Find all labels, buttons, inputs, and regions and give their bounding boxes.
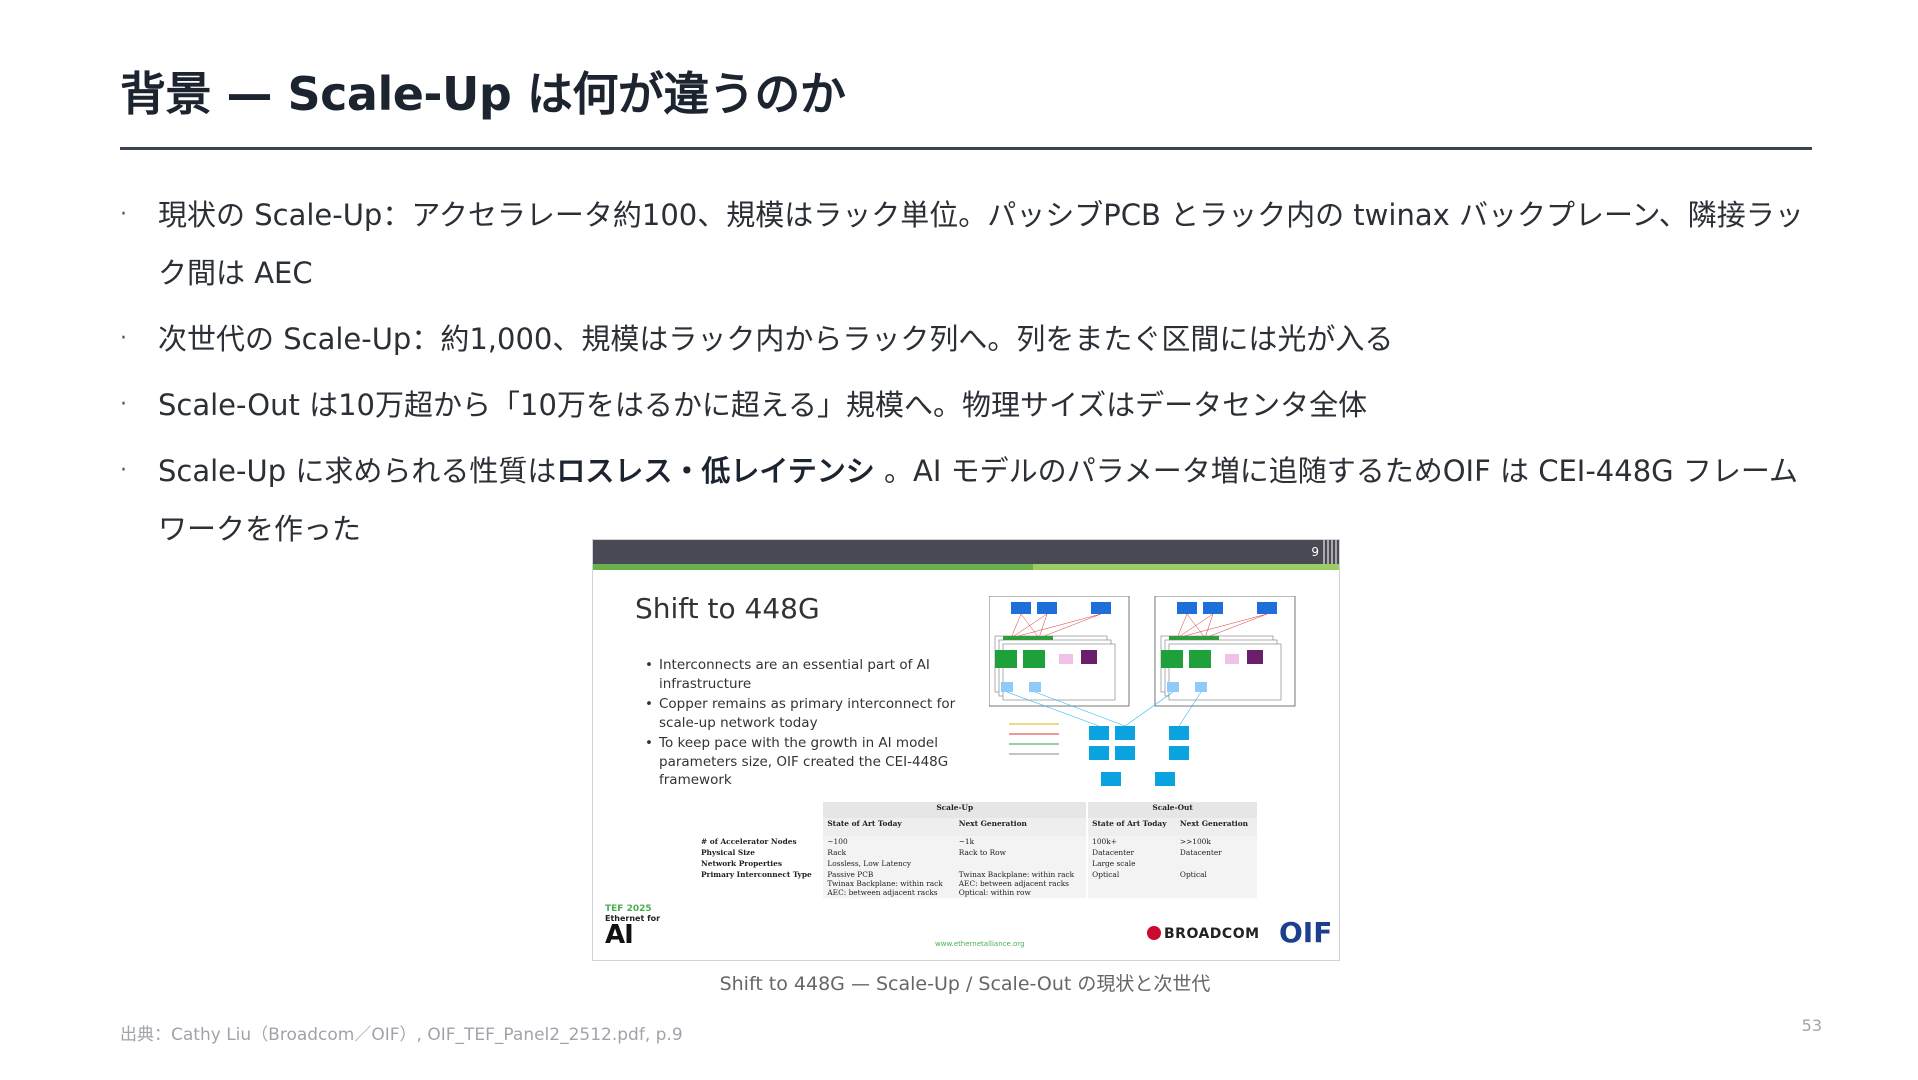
- bullet-dot-icon: ·: [120, 392, 127, 417]
- column-header: State of Art Today: [1087, 818, 1176, 836]
- group-header-scale-up: Scale-Up: [823, 802, 1089, 818]
- slide-green-bar-light: [1033, 564, 1339, 570]
- group-header-scale-out: Scale-Out: [1087, 802, 1257, 818]
- bullet-dot-icon: ·: [120, 326, 127, 351]
- bullet-text-pre: Scale-Up に求められる性質は: [158, 454, 557, 488]
- table-row: Network Properties Lossless, Low Latency…: [697, 858, 1257, 869]
- table-cell: [954, 858, 1089, 869]
- tef-logo-line1: TEF 2025: [605, 904, 652, 914]
- row-header: Physical Size: [697, 847, 824, 858]
- page-title: 背景 — Scale-Up は何が違うのか: [120, 67, 846, 121]
- tef-logo-line2: Ethernet for: [605, 914, 661, 923]
- row-header: # of Accelerator Nodes: [697, 836, 824, 847]
- slide-stripes: [1323, 540, 1337, 564]
- bullet-dot-icon: ·: [120, 458, 127, 483]
- bullet-item: · Scale-Up に求められる性質はロスレス・低レイテンシ 。AI モデルのパ…: [120, 442, 1820, 558]
- slide-bullet-list: Interconnects are an essential part of A…: [645, 656, 975, 792]
- table-cell: Twinax Backplane: within rack AEC: betwe…: [954, 869, 1089, 898]
- rack-group-left: [989, 596, 1130, 707]
- bullet-item: · Scale-Out は10万超から「10万をはるかに超える」規模へ。物理サイズ…: [120, 376, 1820, 434]
- table-cell: Datacenter: [1087, 847, 1176, 858]
- table-cell: Optical: [1175, 869, 1257, 898]
- bullet-item: · 現状の Scale-Up：アクセラレータ約100、規模はラック単位。パッシブP…: [120, 186, 1820, 302]
- table-row: Primary Interconnect Type Passive PCB Tw…: [697, 869, 1257, 898]
- bullet-item: · 次世代の Scale-Up：約1,000、規模はラック内からラック列へ。列をま…: [120, 310, 1820, 368]
- table-row: # of Accelerator Nodes ~100 ~1k 100k+ >>…: [697, 836, 1257, 847]
- bullet-dot-icon: ·: [120, 202, 127, 227]
- table-cell: Datacenter: [1175, 847, 1257, 858]
- table-cell: 100k+: [1087, 836, 1176, 847]
- table-cell: Lossless, Low Latency: [823, 858, 955, 869]
- scale-out-switches: [1006, 691, 1202, 786]
- slide-bullet: To keep pace with the growth in AI model…: [645, 734, 975, 790]
- tef-logo-line3: AI: [605, 920, 634, 950]
- column-header: Next Generation: [954, 818, 1089, 836]
- row-header: Network Properties: [697, 858, 824, 869]
- oif-logo: OIF: [1279, 916, 1333, 949]
- network-topology-diagram: [989, 596, 1296, 786]
- slide-bullet: Copper remains as primary interconnect f…: [645, 695, 975, 732]
- bullet-text-post: 。AI モデルのパラメータ増に追随するためOIF は CEI-448G フレーム…: [158, 454, 1798, 546]
- column-header: Next Generation: [1175, 818, 1257, 836]
- bullet-text: 現状の Scale-Up：アクセラレータ約100、規模はラック単位。パッシブPC…: [158, 198, 1804, 290]
- table-cell: [1175, 858, 1257, 869]
- table-cell: Passive PCB Twinax Backplane: within rac…: [823, 869, 955, 898]
- slide-url: www.ethernetalliance.org: [935, 940, 1025, 948]
- table-cell: >>100k: [1175, 836, 1257, 847]
- title-divider: [120, 147, 1812, 150]
- table-cell: ~100: [823, 836, 955, 847]
- rack-group-right: [1154, 596, 1296, 707]
- table-cell: Large scale: [1087, 858, 1176, 869]
- table-cell: Rack: [823, 847, 955, 858]
- slide-bullet: Interconnects are an essential part of A…: [645, 656, 975, 693]
- slide-green-bar: [593, 564, 1339, 570]
- broadcom-mark-icon: [1147, 926, 1161, 940]
- broadcom-logo: BROADCOM: [1147, 926, 1260, 942]
- tef-logo: TEF 2025 Ethernet for AI: [605, 904, 661, 950]
- bullet-list: · 現状の Scale-Up：アクセラレータ約100、規模はラック単位。パッシブP…: [120, 186, 1820, 566]
- row-header: Primary Interconnect Type: [697, 869, 824, 898]
- bullet-text: 次世代の Scale-Up：約1,000、規模はラック内からラック列へ。列をまた…: [158, 322, 1394, 356]
- column-header: State of Art Today: [823, 818, 955, 836]
- table-cell: Rack to Row: [954, 847, 1089, 858]
- page-number: 53: [1801, 1016, 1822, 1035]
- table-cell: ~1k: [954, 836, 1089, 847]
- slide-top-bar: [593, 540, 1339, 564]
- bullet-text: Scale-Out は10万超から「10万をはるかに超える」規模へ。物理サイズは…: [158, 388, 1368, 422]
- broadcom-wordmark: BROADCOM: [1164, 926, 1260, 942]
- bullet-text-bold: ロスレス・低レイテンシ: [556, 454, 875, 488]
- figure-caption: Shift to 448G — Scale-Up / Scale-Out の現状…: [719, 973, 1211, 995]
- embedded-slide-image: 9 Shift to 448G Interconnects are an ess…: [592, 539, 1340, 961]
- table-row: Physical Size Rack Rack to Row Datacente…: [697, 847, 1257, 858]
- table-cell: Optical: [1087, 869, 1176, 898]
- scale-comparison-table: Scale-Up Scale-Out State of Art Today Ne…: [697, 802, 1257, 898]
- slide-title: Shift to 448G: [635, 592, 820, 625]
- source-citation: 出典：Cathy Liu（Broadcom／OIF）, OIF_TEF_Pane…: [120, 1025, 683, 1045]
- slide-page-number: 9: [1311, 545, 1319, 559]
